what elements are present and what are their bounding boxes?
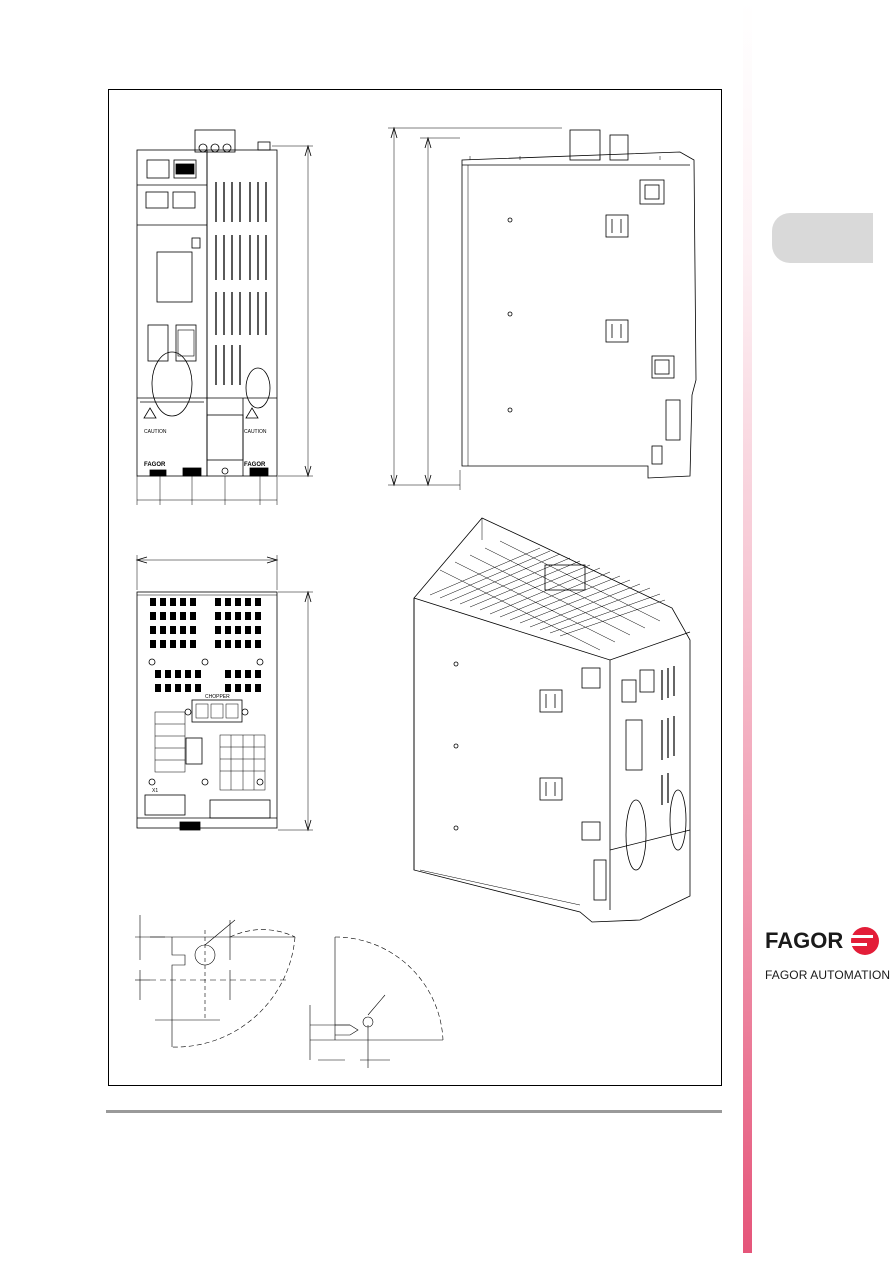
front-view	[136, 129, 313, 505]
fagor-logo-icon: FAGOR	[765, 927, 879, 955]
side-view	[388, 126, 697, 490]
drawing-frame	[108, 89, 722, 1086]
isometric-view	[413, 517, 691, 923]
logo-wordmark: FAGOR	[765, 928, 843, 953]
chopper-label: CHOPPER	[205, 694, 230, 700]
front-brand-text-right: FAGOR	[244, 462, 266, 468]
caution-text-right: CAUTION	[244, 429, 267, 435]
bottom-view	[135, 555, 313, 832]
chapter-tab	[772, 213, 873, 263]
front-brand-text: FAGOR	[144, 462, 166, 468]
footer-rule	[106, 1110, 722, 1113]
edge-gradient-bar	[743, 0, 752, 1253]
lower-connector-label: X1	[152, 788, 158, 794]
detail-right	[309, 936, 444, 1068]
caution-text: CAUTION	[144, 429, 167, 435]
company-name: FAGOR AUTOMATION	[765, 968, 891, 982]
detail-left	[135, 915, 296, 1048]
